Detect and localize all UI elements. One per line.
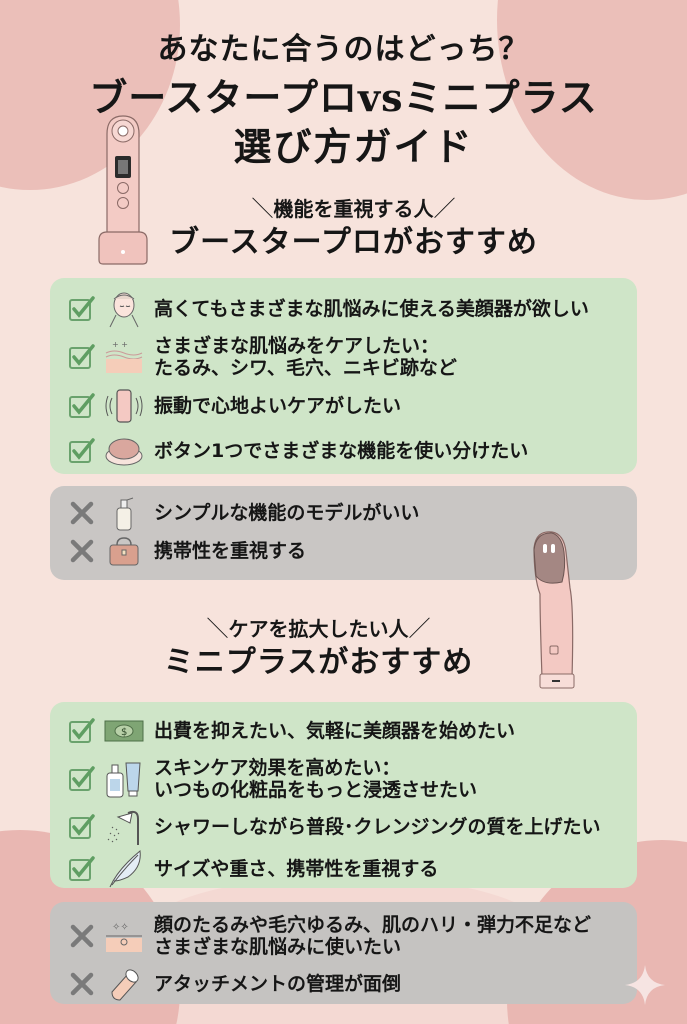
section1-heading: ＼機能を重視する人／ ブースタープロがおすすめ (0, 196, 687, 263)
section1-recommended-panel: 高くてもさまざまな肌悩みに使える美顔器が欲しい + + さまざまな肌悩みをケアし… (50, 278, 637, 474)
handbag-icon (104, 531, 144, 571)
round-button-icon (104, 431, 144, 471)
list-item: 振動で心地よいケアがしたい (50, 383, 637, 428)
section2-headline: ミニプラスがおすすめ (163, 645, 474, 680)
skin-pores-icon: ✧✧ (104, 916, 144, 956)
list-item: 高くてもさまざまな肌悩みに使える美顔器が欲しい (50, 286, 637, 331)
money-bill-icon: $ (104, 711, 144, 751)
checkbox-checked-icon (68, 295, 96, 323)
list-item: サイズや重さ、携帯性を重視する (50, 848, 637, 890)
list-item: ✧✧ 顔のたるみや毛穴ゆるみ、肌のハリ・弾力不足などさまざまな肌悩みに使いたい (50, 910, 637, 962)
list-item: ボタン1つでさまざまな機能を使い分けたい (50, 428, 637, 473)
list-item: スキンケア効果を高めたい：いつもの化粧品をもっと浸透させたい (50, 752, 637, 806)
page-title: あなたに合うのはどっち？ ブースタープロvsミニプラス 選び方ガイド (0, 30, 687, 170)
face-care-icon (104, 289, 144, 329)
title-question: あなたに合うのはどっち？ (157, 32, 530, 67)
cross-icon (68, 922, 96, 950)
mini-plus-device-icon (533, 531, 575, 689)
checkbox-checked-icon (68, 437, 96, 465)
section1-headline: ブースタープロがおすすめ (169, 225, 538, 260)
list-item: シンプルな機能のモデルがいい (50, 494, 637, 532)
section2-sub-label: ＼ケアを拡大したい人／ (206, 617, 431, 642)
pump-bottle-icon (104, 493, 144, 533)
feather-icon (104, 849, 144, 889)
sparkle-icon (625, 965, 665, 1005)
shower-icon (104, 807, 144, 847)
checkbox-checked-icon (68, 717, 96, 745)
checkbox-checked-icon (68, 855, 96, 883)
checkbox-checked-icon (68, 813, 96, 841)
vibrating-phone-icon (104, 386, 144, 426)
booster-pro-device-icon (98, 115, 148, 265)
svg-text:✧✧: ✧✧ (112, 922, 129, 933)
checkbox-checked-icon (68, 765, 96, 793)
skin-layers-icon: + + (104, 337, 144, 377)
checkbox-checked-icon (68, 392, 96, 420)
list-item: 携帯性を重視する (50, 532, 637, 570)
section2-recommended-panel: $ 出費を抑えたい、気軽に美顔器を始めたい スキンケア効果を高めたい：いつもの化… (50, 702, 637, 888)
skincare-bottles-icon (104, 759, 144, 799)
cross-icon (68, 537, 96, 565)
attachment-icon (104, 964, 144, 1004)
checkbox-checked-icon (68, 343, 96, 371)
svg-text:+ +: + + (112, 340, 128, 349)
cross-icon (68, 970, 96, 998)
title-comparison: ブースタープロvsミニプラス (89, 75, 598, 120)
list-item: + + さまざまな肌悩みをケアしたい：たるみ、シワ、毛穴、ニキビ跡など (50, 331, 637, 383)
list-item: $ 出費を抑えたい、気軽に美顔器を始めたい (50, 710, 637, 752)
section2-not-recommended-panel: ✧✧ 顔のたるみや毛穴ゆるみ、肌のハリ・弾力不足などさまざまな肌悩みに使いたい … (50, 902, 637, 1004)
section1-sub-label: ＼機能を重視する人／ (251, 197, 456, 222)
section2-heading: ＼ケアを拡大したい人／ ミニプラスがおすすめ (0, 616, 687, 683)
svg-text:$: $ (121, 727, 127, 738)
cross-icon (68, 499, 96, 527)
title-guide: 選び方ガイド (233, 124, 474, 169)
list-item: アタッチメントの管理が面倒 (50, 962, 637, 1006)
list-item: シャワーしながら普段･クレンジングの質を上げたい (50, 806, 637, 848)
